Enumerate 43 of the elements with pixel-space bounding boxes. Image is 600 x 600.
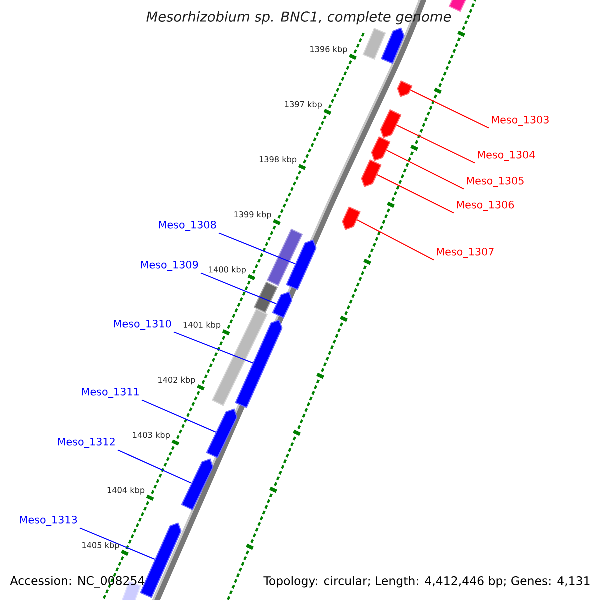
leader-line [410,90,490,129]
leader-line [200,272,277,305]
genome-info-text: Topology: circular; Length: 4,412,446 bp; Genes: 4,131 [264,576,590,588]
tick-label: 1396 kbp [310,46,348,54]
gene-block [181,458,214,511]
leader-line [174,332,254,364]
gene-label: Meso_1304 [478,150,536,162]
tick-label: 1397 kbp [285,101,322,110]
leader-line [118,450,192,484]
gene-block [235,320,283,408]
gene-label: Meso_1308 [159,220,216,232]
tick-label: 1404 kbp [108,487,145,495]
gene-label: Meso_1307 [437,248,494,258]
tick-label: 1398 kbp [260,156,297,164]
gene-block [286,240,317,290]
gene-block [272,292,293,319]
gene-block [206,408,238,459]
leader-line [377,174,454,214]
tick-label: 1405 kbp [82,542,120,550]
leader-line [218,232,296,265]
gene-block [380,109,402,138]
tick-label: 1401 kbp [184,322,221,330]
leader-line [386,150,464,190]
tick-label: 1400 kbp [209,266,246,274]
gene-label: Meso_1313 [20,516,78,526]
gene-block [361,160,382,188]
gene-label: Meso_1306 [457,200,514,212]
leader-line [142,400,216,433]
gene-label: Meso_1311 [82,388,139,398]
tick-label: 1402 kbp [158,376,196,385]
gene-label: Meso_1305 [467,176,524,188]
leader-line [80,528,156,560]
leader-line [396,124,476,164]
tick-label: 1399 kbp [234,211,272,220]
gene-block [397,80,413,98]
gene-label: Meso_1312 [58,438,115,448]
gene-block [371,136,391,162]
leader-line [357,220,434,261]
gene-block [342,206,361,230]
gene-label: Meso_1310 [114,320,172,330]
gene-label: Meso_1303 [492,116,549,126]
gene-label: Meso_1309 [141,260,198,272]
tick-label: 1403 kbp [133,432,170,440]
